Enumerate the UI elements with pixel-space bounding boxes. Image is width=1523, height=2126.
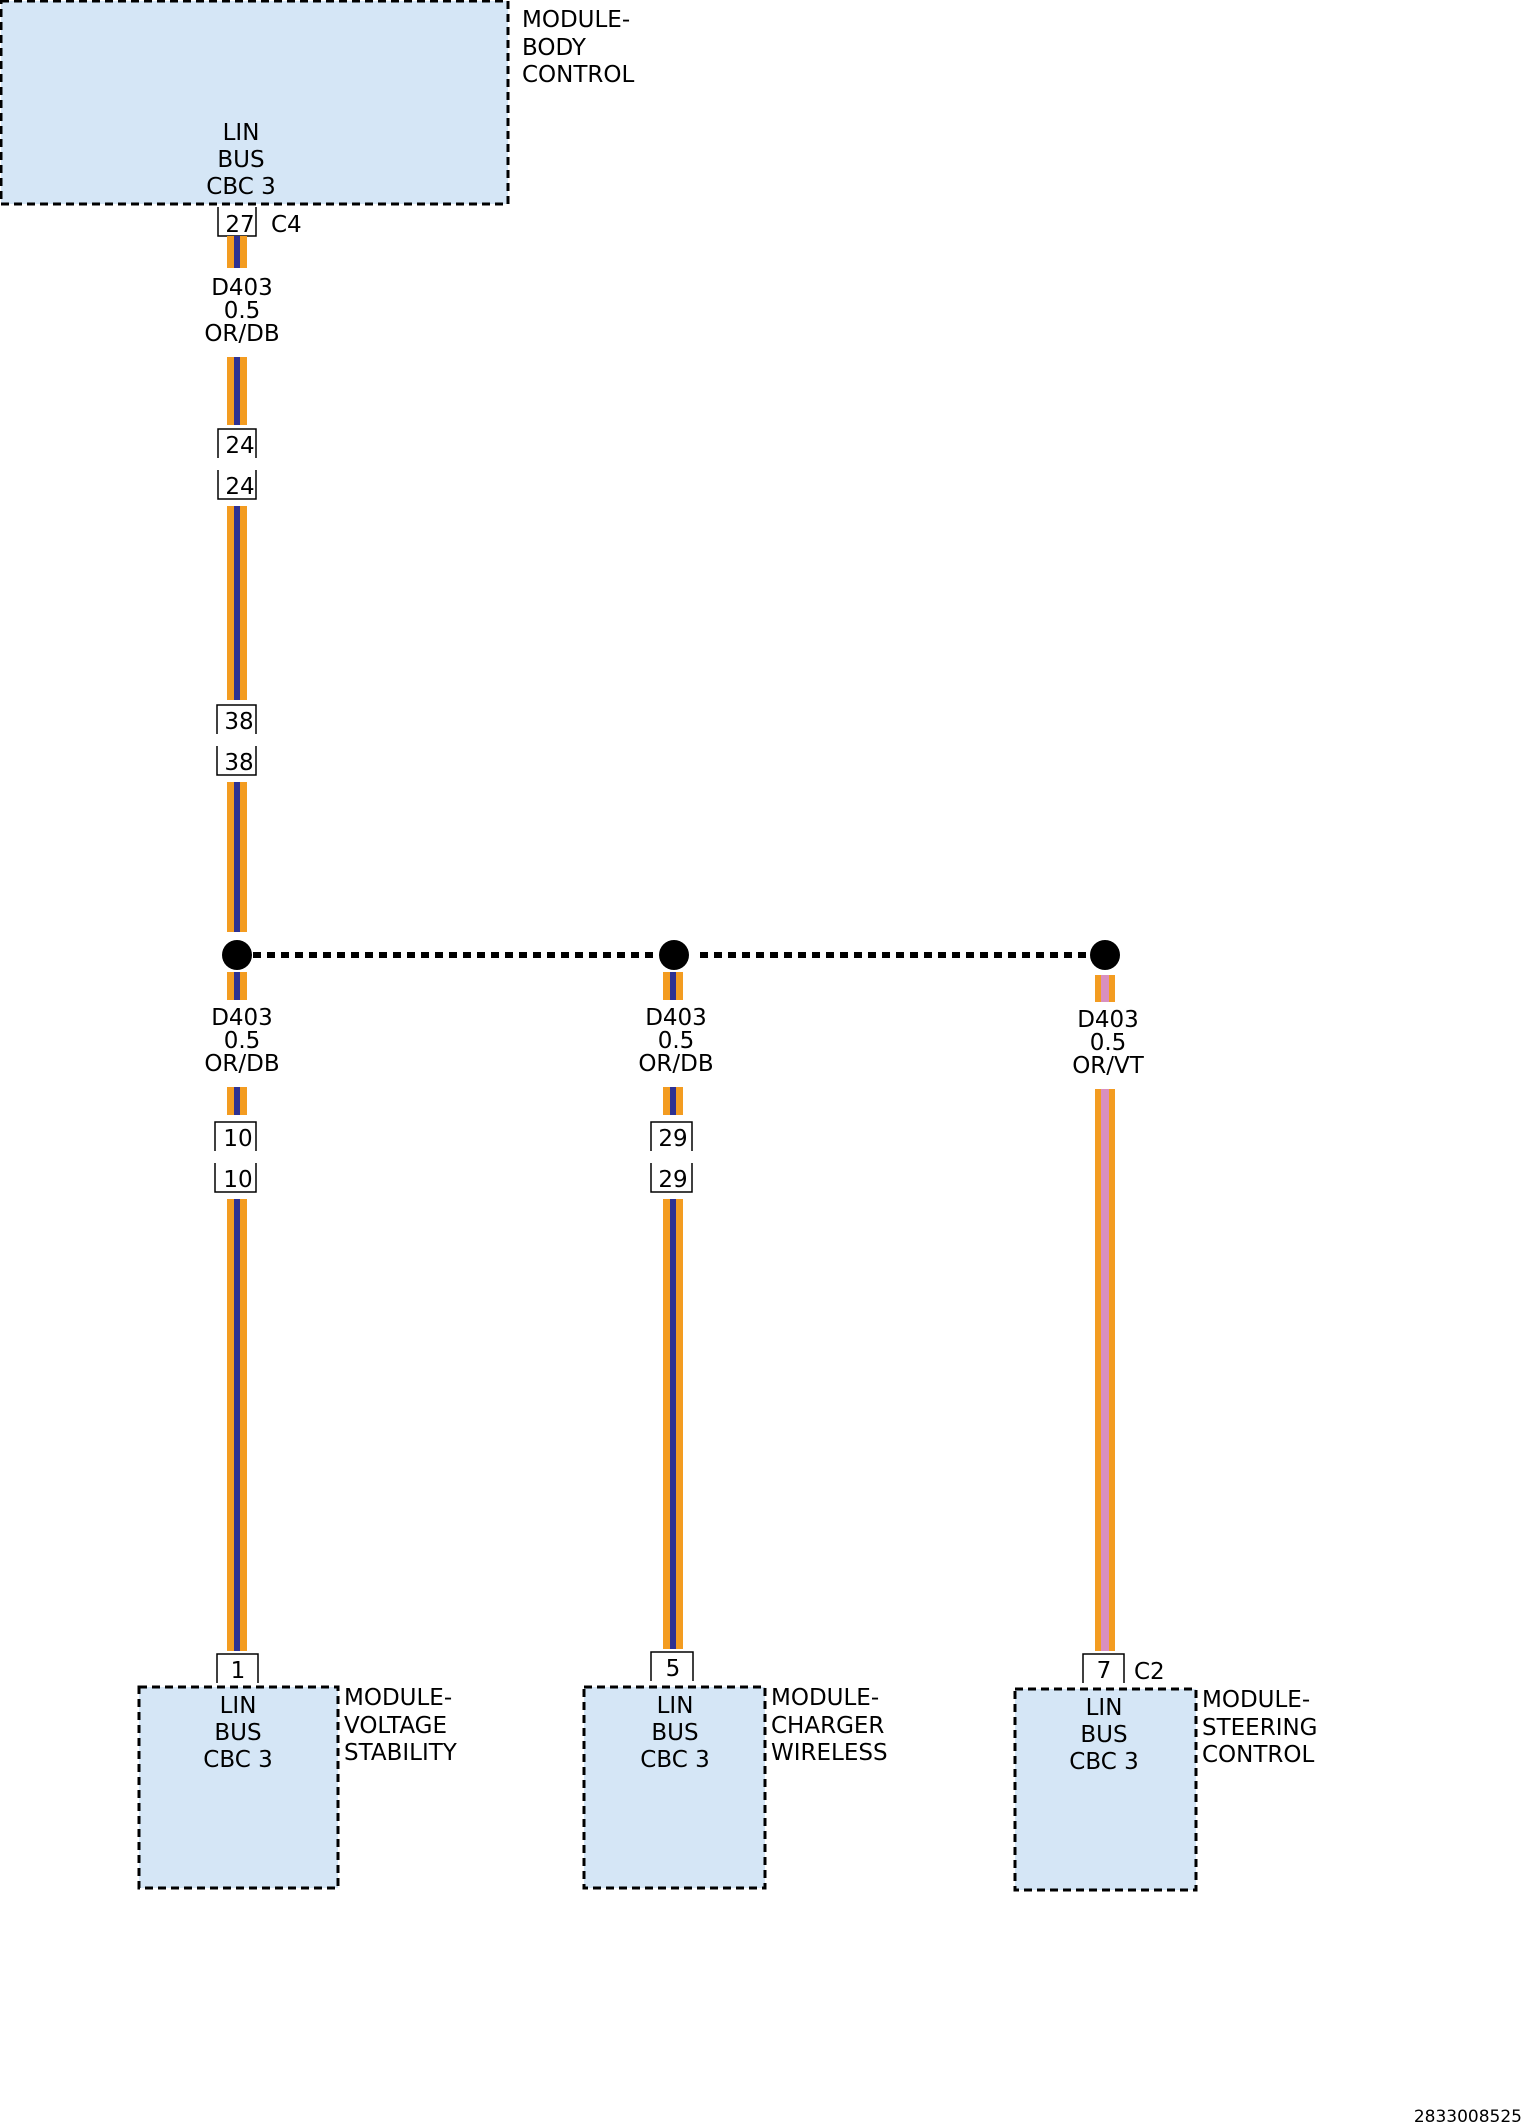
branch-3-bus-line-1: LIN [1086, 1695, 1123, 1721]
branch-2-bus-line-2: BUS [651, 1720, 698, 1746]
branch-2-wire-segment-1 [663, 972, 683, 1000]
trunk-wire-segment-1 [227, 236, 247, 268]
branch-1-module-pin-box [216, 1653, 259, 1683]
trunk-wire-gauge: 0.5 [224, 298, 261, 324]
body-control-module-box[interactable] [0, 0, 510, 206]
branch-1-module-name-line-1: MODULE- [344, 1685, 452, 1711]
branch-2-module-name-line-3: WIRELESS [771, 1740, 888, 1766]
inline-connector-38-upper-box [216, 704, 257, 734]
body-control-bus-line-2: BUS [217, 147, 264, 173]
branch-3-module-pin-box [1082, 1653, 1125, 1683]
inline-connector-24-upper-box [217, 428, 257, 458]
branch-1-module-pin: 1 [231, 1658, 246, 1684]
branch-3-module-name-line-1: MODULE- [1202, 1687, 1310, 1713]
branch-2-circuit: D403 [645, 1005, 707, 1031]
branch-2-module-name-line-2: CHARGER [771, 1713, 884, 1739]
splice-node-1 [222, 940, 252, 970]
branch-3-bus-line-3: CBC 3 [1069, 1749, 1138, 1775]
branch-2-module-pin-box [650, 1651, 694, 1681]
branch-1-gauge: 0.5 [224, 1028, 261, 1054]
branch-3-bus-line-2: BUS [1080, 1722, 1127, 1748]
body-control-name-line-2: BODY [522, 35, 587, 61]
body-control-bus-line-3: CBC 3 [206, 174, 275, 200]
trunk-wire-circuit: D403 [211, 275, 273, 301]
branch-1-module-name-line-2: VOLTAGE [344, 1713, 447, 1739]
branch-1-color-code: OR/DB [204, 1051, 279, 1077]
branch-2-color-code: OR/DB [638, 1051, 713, 1077]
branch-2-inline-lower-pin: 29 [658, 1167, 687, 1193]
branch-3-connector-id: C2 [1134, 1659, 1165, 1685]
inline-connector-38-lower-pin: 38 [224, 750, 253, 776]
charger-wireless-module-box[interactable] [582, 1685, 767, 1890]
branch-3-module-name-line-2: STEERING [1202, 1715, 1318, 1741]
branch-1-wire-segment-3 [227, 1199, 247, 1651]
splice-node-2 [659, 940, 689, 970]
branch-2-inline-upper-pin: 29 [658, 1126, 687, 1152]
branch-2-inline-upper-box [650, 1121, 693, 1151]
branch-2-inline-lower-box [650, 1163, 693, 1193]
branch-1-inline-upper-pin: 10 [223, 1126, 252, 1152]
trunk-wire-segment-3 [227, 506, 247, 700]
branch-1-bus-line-3: CBC 3 [203, 1747, 272, 1773]
branch-1-wire-segment-2 [227, 1087, 247, 1115]
branch-3-circuit: D403 [1077, 1007, 1139, 1033]
branch-2-module-name-line-1: MODULE- [771, 1685, 879, 1711]
branch-3-color-code: OR/VT [1072, 1053, 1145, 1079]
branch-3-wire-segment-1 [1095, 975, 1115, 1002]
trunk-wire-segment-2 [227, 357, 247, 425]
branch-1-wire-segment-1 [227, 972, 247, 1000]
body-control-connector-id: C4 [271, 212, 302, 238]
branch-2-module-pin: 5 [666, 1656, 681, 1682]
branch-1-bus-line-2: BUS [214, 1720, 261, 1746]
trunk-wire-segment-4 [227, 782, 247, 932]
body-control-name-line-3: CONTROL [522, 62, 635, 88]
splice-node-3 [1090, 940, 1120, 970]
branch-2-wire-segment-3 [663, 1199, 683, 1649]
inline-connector-24-lower-box [217, 470, 257, 500]
trunk-wire-color-code: OR/DB [204, 321, 279, 347]
branch-3-module-name-line-3: CONTROL [1202, 1742, 1315, 1768]
diagram-id: 2833008525 [1414, 2107, 1522, 2126]
inline-connector-24-upper-pin: 24 [225, 433, 254, 459]
branch-1-inline-lower-pin: 10 [223, 1167, 252, 1193]
inline-connector-38-lower-box [216, 746, 257, 776]
branch-1-module-name-line-3: STABILITY [344, 1740, 458, 1766]
branch-2-bus-line-3: CBC 3 [640, 1747, 709, 1773]
branch-3-wire-segment-2 [1095, 1089, 1115, 1651]
branch-1-bus-line-1: LIN [220, 1693, 257, 1719]
branch-2-wire-segment-2 [663, 1087, 683, 1115]
branch-2-bus-line-1: LIN [657, 1693, 694, 1719]
voltage-stability-module-box[interactable] [137, 1685, 340, 1890]
branch-3-module-pin: 7 [1097, 1658, 1112, 1684]
branch-1-inline-lower-box [214, 1163, 257, 1193]
branch-3-gauge: 0.5 [1090, 1030, 1127, 1056]
branch-1-inline-upper-box [214, 1121, 257, 1151]
inline-connector-38-upper-pin: 38 [224, 709, 253, 735]
body-control-bus-line-1: LIN [223, 120, 260, 146]
branch-2-gauge: 0.5 [658, 1028, 695, 1054]
steering-control-module-box[interactable] [1013, 1687, 1198, 1892]
inline-connector-24-lower-pin: 24 [225, 474, 254, 500]
body-control-pin-number: 27 [225, 212, 254, 238]
body-control-name-line-1: MODULE- [522, 7, 630, 33]
branch-1-circuit: D403 [211, 1005, 273, 1031]
